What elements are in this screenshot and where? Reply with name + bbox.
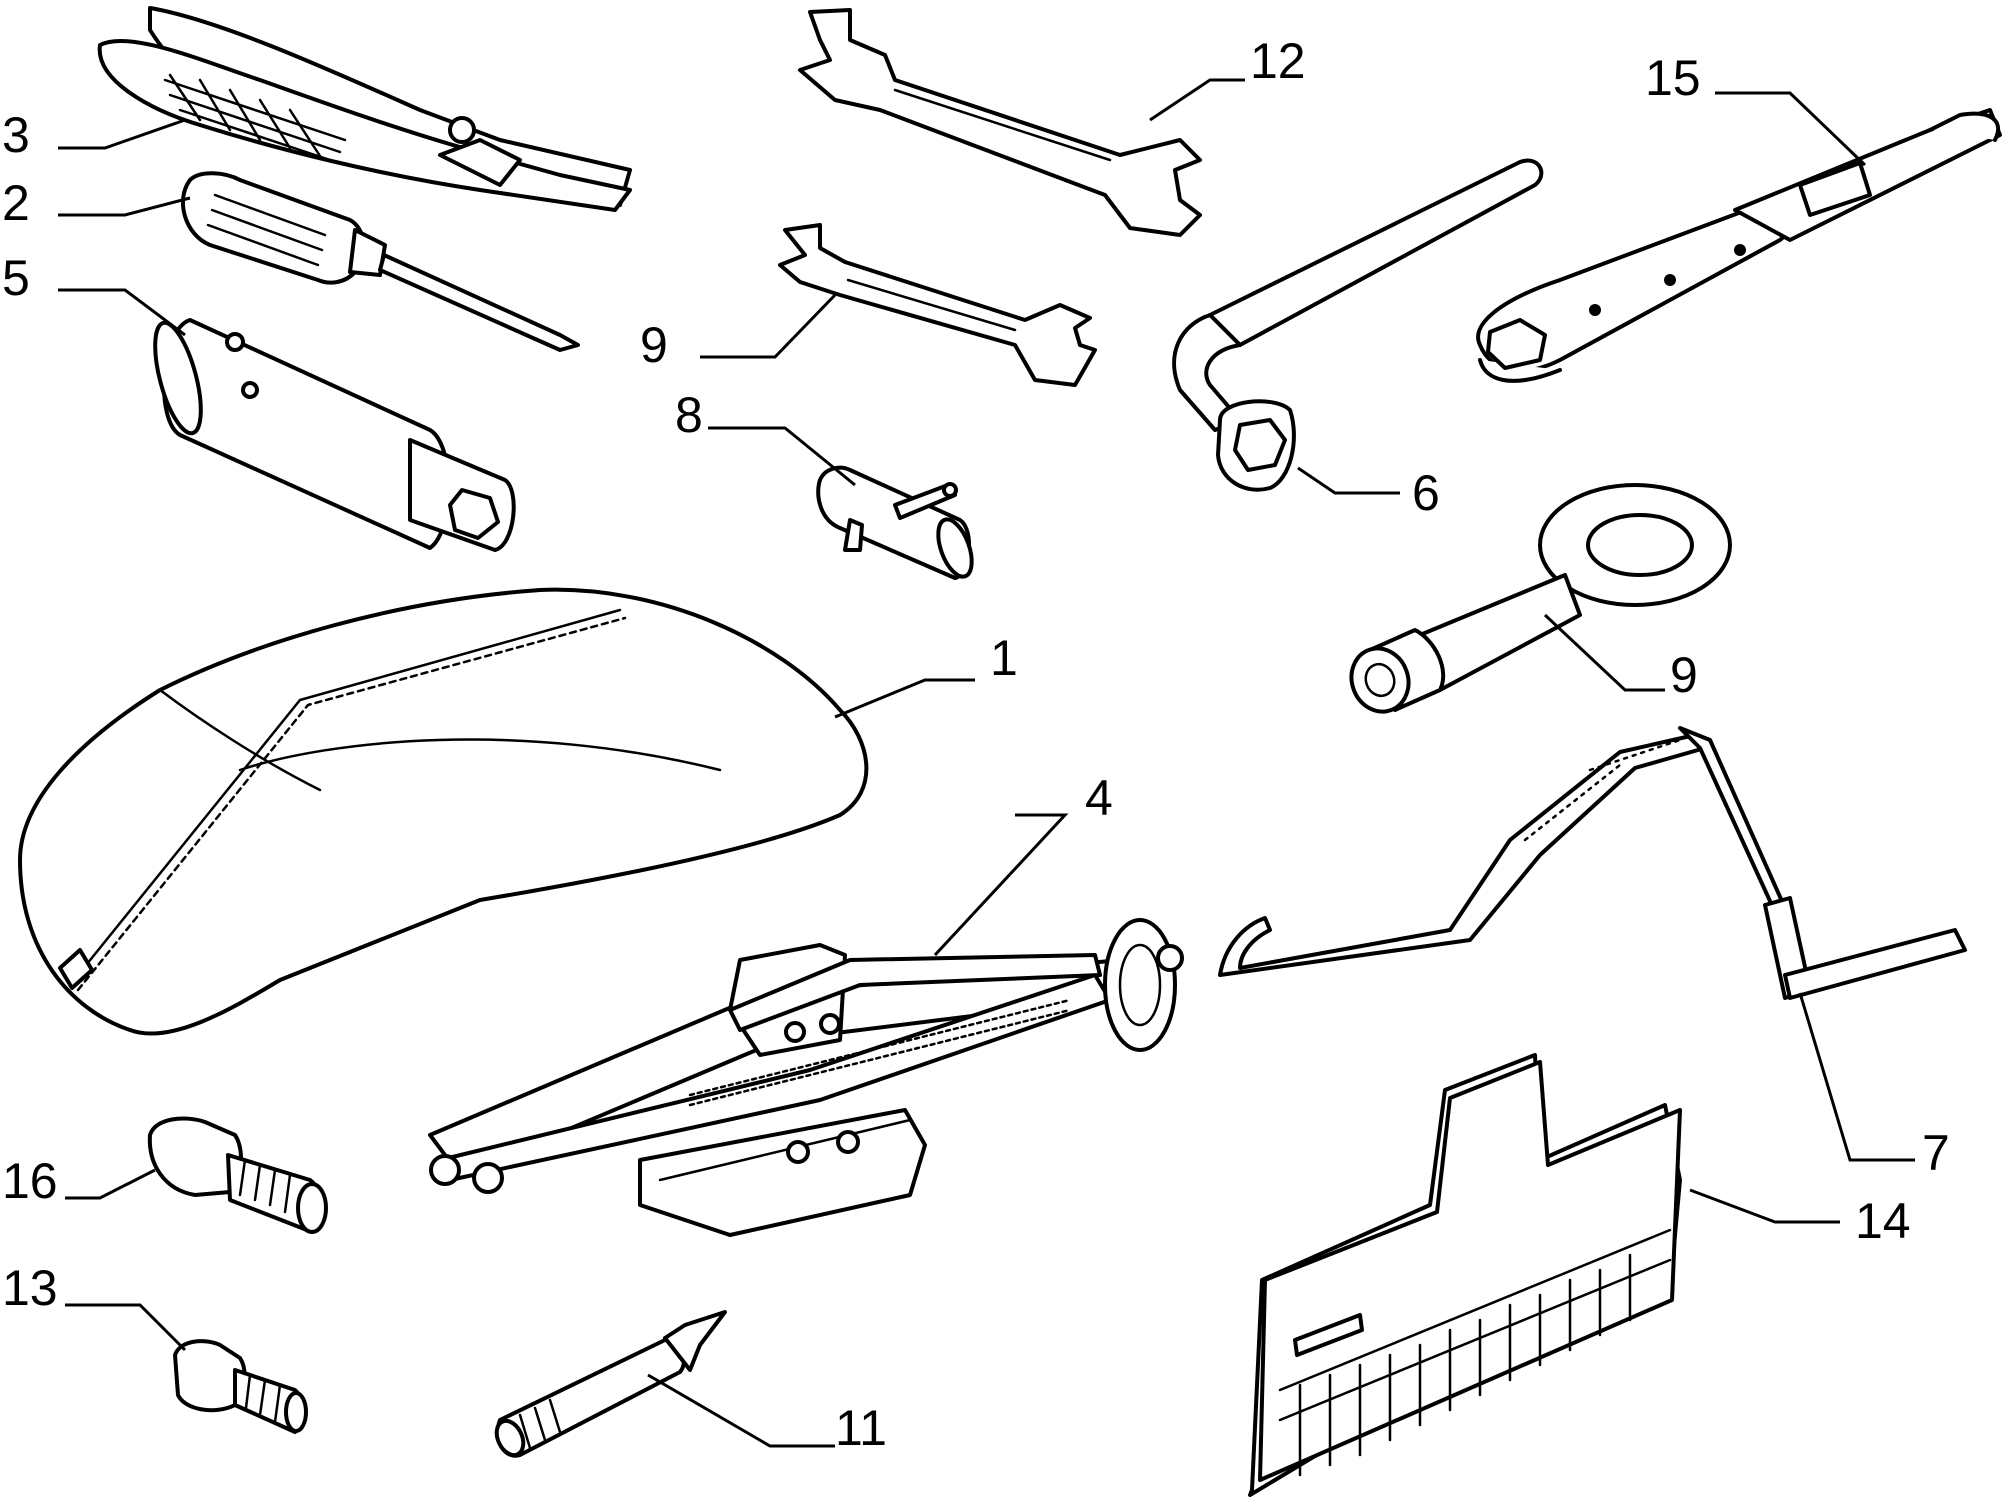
- wheel-brace-drawing: [1172, 158, 1544, 492]
- callout-line-2: [58, 196, 191, 217]
- pliers-drawing: [97, 6, 632, 212]
- jack-drawing: [428, 918, 1184, 1237]
- screwdriver-drawing: [180, 171, 580, 352]
- callout-line-8: [708, 426, 856, 487]
- small-wrench-drawing: [778, 223, 1097, 387]
- label-16: 16: [2, 1153, 58, 1209]
- label-7: 7: [1922, 1125, 1950, 1181]
- callout-line-16: [65, 1168, 156, 1200]
- label-8: 8: [675, 387, 703, 443]
- label-12: 12: [1250, 33, 1306, 89]
- box-spanner-drawing: [816, 465, 974, 580]
- callout-line-13: [65, 1303, 187, 1352]
- callout-line-10: [700, 293, 837, 359]
- label-2: 2: [2, 175, 30, 231]
- label-10: 9: [640, 317, 668, 373]
- callout-line-9: [1543, 613, 1665, 692]
- label-6: 6: [1412, 465, 1440, 521]
- label-9: 9: [1670, 647, 1698, 703]
- label-15: 15: [1645, 50, 1701, 106]
- label-4: 4: [1085, 770, 1113, 826]
- callout-line-6: [1297, 466, 1400, 495]
- callout-line-1: [834, 678, 975, 719]
- tool-roll-drawing: [1248, 1053, 1682, 1497]
- callout-line-4: [933, 813, 1069, 957]
- label-11: 11: [835, 1400, 887, 1456]
- spark-plug-socket-drawing: [153, 318, 516, 552]
- callout-line-11: [647, 1373, 835, 1448]
- drift-pin-drawing: [494, 1310, 727, 1458]
- ratchet-handle-drawing: [1476, 108, 2002, 383]
- callout-line-14: [1689, 1188, 1840, 1224]
- jack-crank-drawing: [1218, 726, 1967, 1000]
- bag-drawing: [18, 587, 869, 1036]
- label-5: 5: [2, 250, 30, 306]
- label-13: 13: [2, 1260, 58, 1316]
- label-14: 14: [1855, 1193, 1911, 1249]
- label-1: 1: [990, 630, 1018, 686]
- towing-eye-drawing: [1349, 483, 1732, 714]
- callout-line-5: [58, 288, 186, 337]
- adapter-large-drawing: [147, 1116, 328, 1234]
- callout-line-15: [1715, 91, 1867, 167]
- label-3: 3: [2, 107, 30, 163]
- callout-line-3: [58, 118, 186, 150]
- adapter-small-drawing: [173, 1339, 308, 1434]
- callout-line-12: [1149, 78, 1245, 122]
- callout-line-7: [1798, 992, 1915, 1162]
- large-wrench-drawing: [798, 8, 1202, 237]
